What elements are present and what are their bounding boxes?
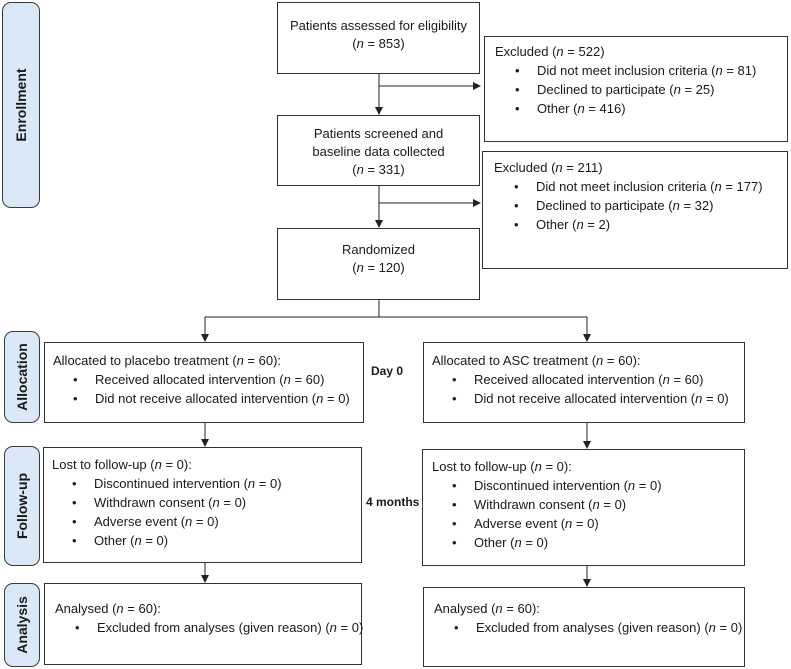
list-item: Discontinued intervention (n = 0) [52, 474, 361, 493]
list-item: Did not meet inclusion criteria (n = 81) [495, 61, 787, 80]
excluded2-box: Excluded (n = 211) Did not meet inclusio… [482, 151, 788, 269]
excluded2-title: Excluded (n = 211) [494, 160, 603, 175]
four-months-label: 4 months [366, 495, 420, 509]
placebo-analysis-box: Analysed (n = 60): Excluded from analyse… [44, 583, 363, 665]
list-item: Declined to participate (n = 32) [494, 196, 787, 215]
list-item: Received allocated intervention (n = 60) [53, 370, 363, 389]
list-item: Did not receive allocated intervention (… [432, 389, 744, 408]
stage-followup: Follow-up [4, 446, 40, 566]
list-item: Excluded from analyses (given reason) (n… [55, 618, 363, 637]
asc-analysis-box: Analysed (n = 60): Excluded from analyse… [423, 587, 745, 667]
stage-allocation: Allocation [4, 331, 40, 423]
list-item: Other (n = 0) [432, 533, 744, 552]
assessed-box: Patients assessed for eligibility (n = 8… [277, 2, 480, 74]
placebo-allocation-box: Allocated to placebo treatment (n = 60):… [44, 342, 364, 423]
asc-followup-box: Lost to follow-up (n = 0): Discontinued … [422, 449, 745, 566]
list-item: Did not meet inclusion criteria (n = 177… [494, 177, 787, 196]
asc-allocation-box: Allocated to ASC treatment (n = 60): Rec… [423, 342, 745, 423]
excluded2-list: Did not meet inclusion criteria (n = 177… [494, 177, 787, 234]
list-item: Received allocated intervention (n = 60) [432, 370, 744, 389]
excluded1-box: Excluded (n = 522) Did not meet inclusio… [484, 36, 788, 142]
list-item: Other (n = 416) [495, 99, 787, 118]
list-item: Withdrawn consent (n = 0) [432, 495, 744, 514]
list-item: Withdrawn consent (n = 0) [52, 493, 361, 512]
list-item: Declined to participate (n = 25) [495, 80, 787, 99]
excluded1-title: Excluded (n = 522) [495, 44, 605, 59]
excluded1-list: Did not meet inclusion criteria (n = 81)… [495, 61, 787, 118]
list-item: Other (n = 2) [494, 215, 787, 234]
screened-box: Patients screened and baseline data coll… [277, 115, 480, 186]
placebo-followup-box: Lost to follow-up (n = 0): Discontinued … [43, 447, 362, 563]
list-item: Discontinued intervention (n = 0) [432, 476, 744, 495]
list-item: Adverse event (n = 0) [432, 514, 744, 533]
stage-analysis: Analysis [4, 583, 40, 667]
stage-enrollment: Enrollment [2, 2, 40, 208]
list-item: Did not receive allocated intervention (… [53, 389, 363, 408]
randomized-box: Randomized (n = 120) [277, 228, 480, 300]
list-item: Excluded from analyses (given reason) (n… [434, 618, 744, 637]
day0-label: Day 0 [371, 364, 404, 378]
list-item: Other (n = 0) [52, 531, 361, 550]
list-item: Adverse event (n = 0) [52, 512, 361, 531]
